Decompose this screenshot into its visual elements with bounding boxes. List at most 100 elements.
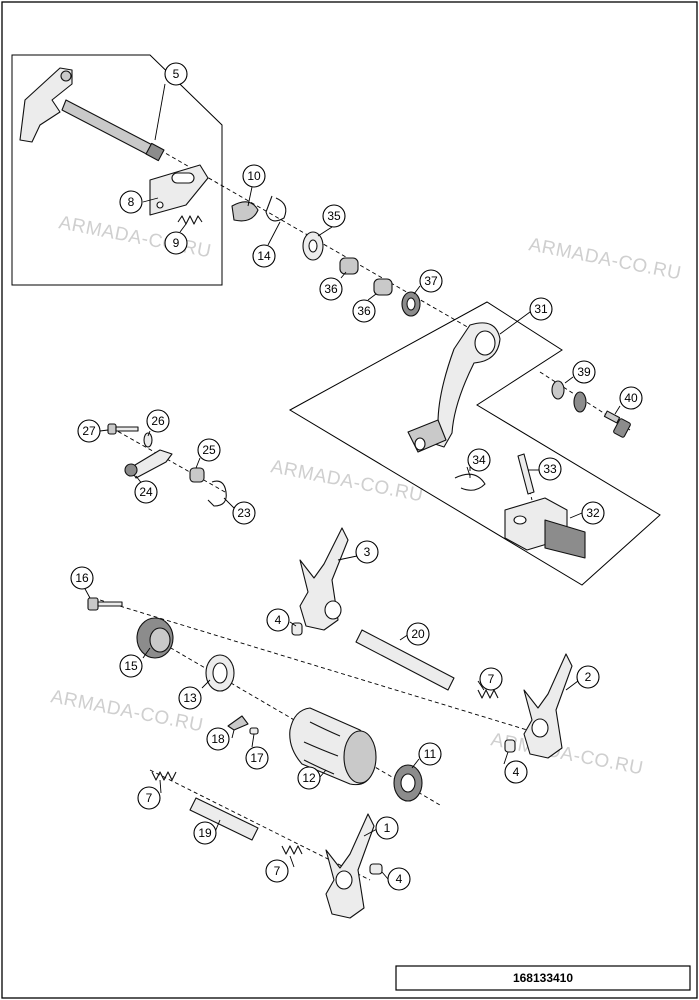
callout-24: 24 <box>134 480 158 504</box>
watermark-2: ARMADA-CO.RU <box>527 234 683 284</box>
svg-text:18: 18 <box>211 732 225 746</box>
svg-text:25: 25 <box>202 443 216 457</box>
part-shift-fork-2 <box>523 653 573 759</box>
svg-text:31: 31 <box>534 302 548 316</box>
callout-36-lower: 36 <box>352 299 376 323</box>
part-torsion-spring-14 <box>265 195 287 222</box>
callout-37: 37 <box>419 269 443 293</box>
svg-text:4: 4 <box>275 613 282 627</box>
part-shift-fork-1 <box>325 813 375 919</box>
svg-text:10: 10 <box>247 169 261 183</box>
callout-36-upper: 36 <box>319 277 343 301</box>
part-bolt-16 <box>87 597 123 611</box>
svg-text:20: 20 <box>411 627 425 641</box>
svg-text:12: 12 <box>302 771 316 785</box>
callout-35: 35 <box>322 204 346 228</box>
callout-7-right: 7 <box>479 667 503 691</box>
part-footpeg-32 <box>504 497 586 559</box>
svg-text:26: 26 <box>151 414 165 428</box>
callout-7-bottom: 7 <box>265 859 289 883</box>
svg-text:8: 8 <box>128 195 135 209</box>
callout-15: 15 <box>119 654 143 678</box>
part-bolt-27 <box>107 423 139 435</box>
callout-34: 34 <box>467 448 491 472</box>
callout-13: 13 <box>178 686 202 710</box>
svg-text:19: 19 <box>198 826 212 840</box>
watermark-1: ARMADA-CO.RU <box>57 212 213 262</box>
callout-4-lower: 4 <box>387 867 411 891</box>
part-arm-24 <box>124 449 173 479</box>
callout-39: 39 <box>572 360 596 384</box>
part-bushing-25 <box>189 467 205 483</box>
svg-text:36: 36 <box>357 304 371 318</box>
callout-32: 32 <box>581 501 605 525</box>
callout-3: 3 <box>355 540 379 564</box>
callout-4-middle: 4 <box>504 760 528 784</box>
part-screw-17 <box>249 727 259 735</box>
part-washer-39 <box>551 380 565 400</box>
svg-text:7: 7 <box>146 791 153 805</box>
part-spring-7c <box>281 845 303 855</box>
part-spring-34 <box>454 473 486 491</box>
callout-27: 27 <box>77 419 101 443</box>
callout-25: 25 <box>197 438 221 462</box>
svg-text:40: 40 <box>624 391 638 405</box>
callout-31: 31 <box>529 297 553 321</box>
svg-text:39: 39 <box>577 365 591 379</box>
part-shift-star-15 <box>136 617 174 659</box>
part-shift-lever <box>407 322 501 453</box>
callout-16: 16 <box>70 566 94 590</box>
svg-text:13: 13 <box>183 691 197 705</box>
callout-17: 17 <box>245 746 269 770</box>
part-shift-drum-12 <box>289 707 377 786</box>
part-lever-18 <box>227 715 249 731</box>
svg-text:34: 34 <box>472 453 486 467</box>
document-number: 168133410 <box>513 971 573 985</box>
callout-18: 18 <box>206 727 230 751</box>
callout-11: 11 <box>418 742 442 766</box>
callout-1: 1 <box>375 816 399 840</box>
part-shift-shaft <box>19 67 165 162</box>
svg-text:16: 16 <box>75 571 89 585</box>
callout-26: 26 <box>146 409 170 433</box>
svg-text:5: 5 <box>173 67 180 81</box>
callout-5: 5 <box>164 62 188 86</box>
part-pin-33 <box>517 453 535 495</box>
part-shift-fork-3 <box>299 527 349 631</box>
callout-2: 2 <box>576 665 600 689</box>
callout-10: 10 <box>242 164 266 188</box>
part-spring-9 <box>177 215 203 225</box>
svg-text:4: 4 <box>396 872 403 886</box>
watermark-3: ARMADA-CO.RU <box>269 456 425 506</box>
svg-text:2: 2 <box>585 670 592 684</box>
svg-text:36: 36 <box>324 282 338 296</box>
part-spring-7a <box>477 689 499 699</box>
shift-shaft-group-outline <box>11 54 223 286</box>
part-spring-23 <box>207 480 227 507</box>
part-bushing-36b <box>373 278 393 296</box>
shift-lever-group-outline <box>288 301 661 586</box>
svg-text:11: 11 <box>424 747 437 761</box>
svg-text:32: 32 <box>586 506 600 520</box>
svg-text:37: 37 <box>424 274 438 288</box>
leader-lines <box>83 83 621 880</box>
svg-text:3: 3 <box>364 545 371 559</box>
document-number-box: 168133410 <box>395 965 691 991</box>
part-lockwasher-39b <box>573 391 587 413</box>
callout-23: 23 <box>232 501 256 525</box>
svg-text:7: 7 <box>488 672 495 686</box>
svg-text:24: 24 <box>139 485 153 499</box>
part-pin-4c <box>369 863 383 875</box>
callout-9: 9 <box>164 231 188 255</box>
part-bolt-40 <box>603 410 631 438</box>
part-bearing-11 <box>393 764 423 802</box>
callout-7-left: 7 <box>137 786 161 810</box>
callout-12: 12 <box>297 766 321 790</box>
part-washer-26 <box>143 432 153 448</box>
svg-text:1: 1 <box>384 821 391 835</box>
part-pin-4a <box>291 622 303 636</box>
svg-text:4: 4 <box>513 765 520 779</box>
part-fork-rod-19 <box>189 797 259 841</box>
